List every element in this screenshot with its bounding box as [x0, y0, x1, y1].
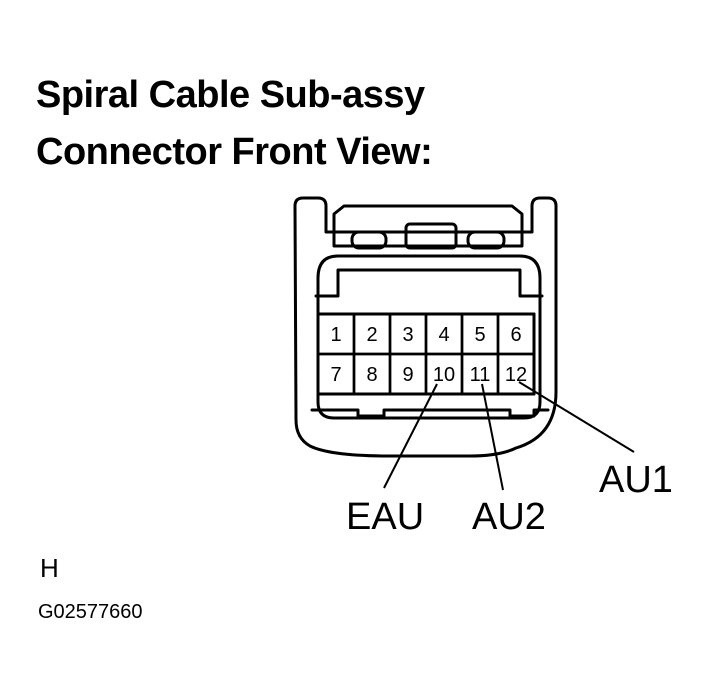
- pin-1: 1: [316, 312, 356, 356]
- pin-cell: [496, 352, 536, 396]
- leader-line-au1: [518, 381, 635, 453]
- pin-number: 7: [330, 364, 341, 386]
- figure-id: G02577660: [38, 601, 143, 623]
- pin-6: 6: [496, 312, 536, 356]
- pin-number: 3: [402, 324, 413, 346]
- pin-number: 11: [470, 364, 491, 386]
- callout-label-au2: AU2: [472, 496, 546, 538]
- pin-number: 12: [505, 364, 527, 386]
- leader-line-au2: [481, 383, 504, 491]
- pin-number: 2: [366, 324, 377, 346]
- pin-number: 4: [438, 324, 449, 346]
- pin-number: 6: [510, 324, 521, 346]
- pin-3: 3: [388, 312, 428, 356]
- pin-number: 8: [366, 364, 377, 386]
- pin-12: 12: [496, 352, 536, 396]
- latch-tab-left: [350, 230, 388, 250]
- pin-number: 1: [330, 324, 341, 346]
- pin-7: 7: [316, 352, 356, 396]
- pin-9: 9: [388, 352, 428, 396]
- callout-label-eau: EAU: [346, 496, 424, 538]
- connector-latch: [332, 204, 524, 248]
- pin-8: 8: [352, 352, 392, 396]
- pin-4: 4: [424, 312, 464, 356]
- callout-label-au1: AU1: [599, 459, 673, 501]
- pin-number: 9: [402, 364, 413, 386]
- connector-outer-housing: [293, 196, 558, 458]
- pin-5: 5: [460, 312, 500, 356]
- diagram-title-line-1: Spiral Cable Sub-assy: [36, 74, 425, 116]
- diagram-title-line-2: Connector Front View:: [36, 131, 433, 173]
- pin-10: 10: [424, 352, 464, 396]
- pin-number: 5: [474, 324, 485, 346]
- corner-mark: H: [40, 553, 59, 583]
- pin-2: 2: [352, 312, 392, 356]
- latch-tab-center: [404, 222, 458, 250]
- connector-inner-band: [314, 268, 544, 298]
- connector-inner-recess: [316, 254, 542, 420]
- pin-11: 11: [460, 352, 500, 396]
- pin-number: 10: [433, 364, 455, 386]
- leader-line-eau: [383, 383, 438, 489]
- latch-tab-right: [466, 230, 506, 250]
- connector-bottom-ledge: [310, 408, 550, 418]
